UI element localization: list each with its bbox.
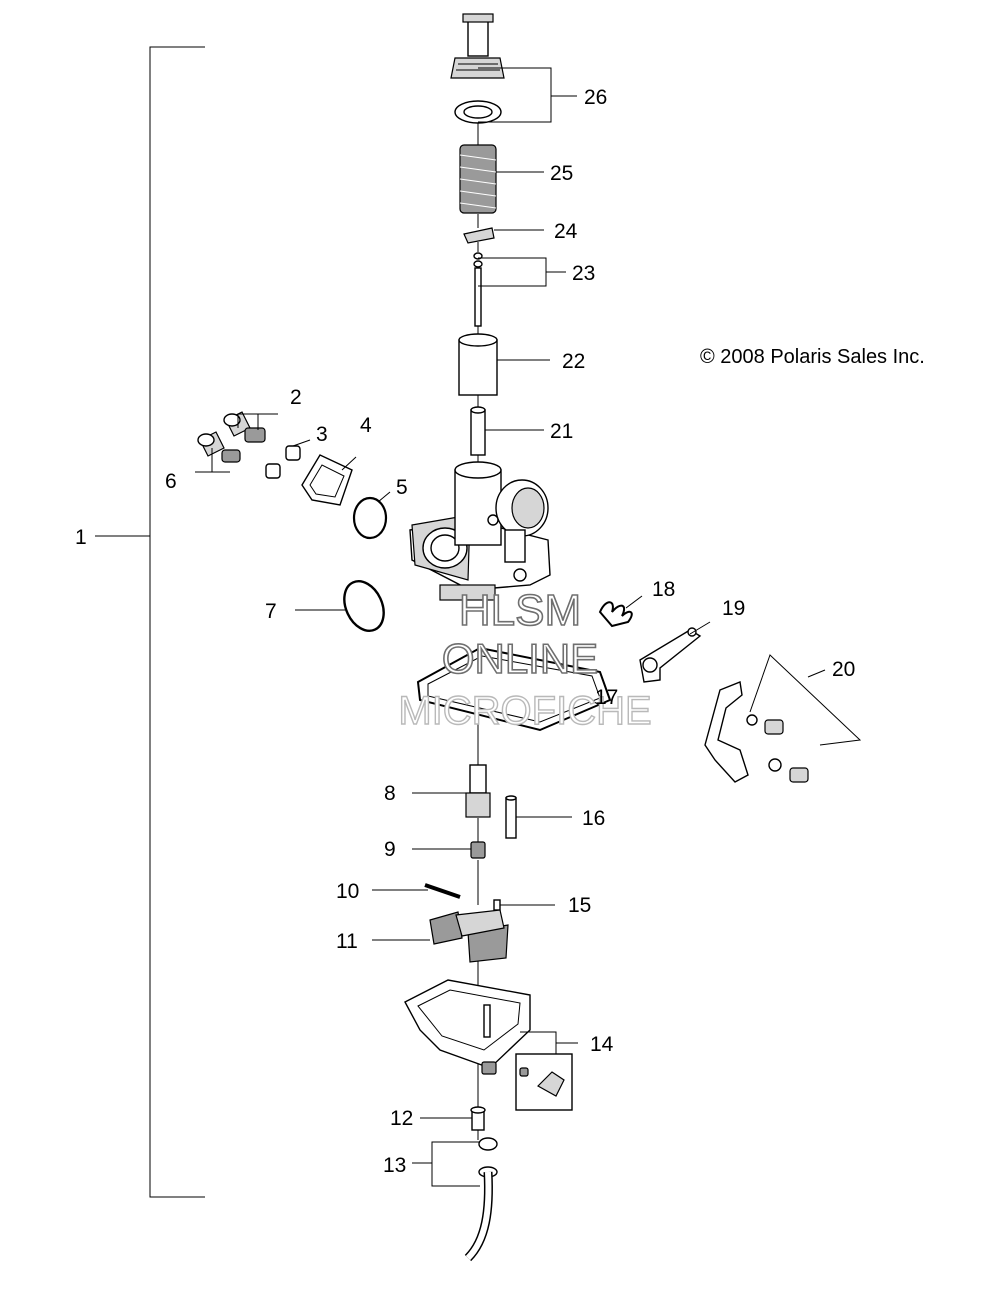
callout-2: 2 (290, 386, 302, 409)
watermark-line-2: ONLINE (442, 635, 598, 682)
part-6-screw (197, 431, 241, 463)
part-16-jet (505, 795, 517, 839)
part-10-pin (424, 883, 461, 899)
callout-19: 19 (722, 597, 745, 620)
callout-3: 3 (316, 423, 328, 446)
callout-23: 23 (572, 262, 595, 285)
part-26-cap (450, 13, 505, 124)
callout-25: 25 (550, 162, 573, 185)
callout-15: 15 (568, 894, 591, 917)
part-19-lever (639, 627, 702, 683)
callout-5: 5 (396, 476, 408, 499)
leader-lines (195, 67, 862, 1187)
part-18-spring (598, 601, 633, 628)
part-8-jet-holder (465, 764, 491, 818)
callout-11: 11 (336, 930, 358, 953)
assembly-bracket (95, 46, 205, 1198)
part-9-jet (470, 841, 486, 859)
part-3-plugs (265, 445, 301, 479)
part-15-pin (493, 899, 501, 911)
callout-26: 26 (584, 86, 607, 109)
watermark-line-3: MICROFICHE (398, 689, 651, 733)
callout-20: 20 (832, 658, 855, 681)
callout-4: 4 (360, 414, 372, 437)
part-2-screw (223, 411, 266, 443)
callout-10: 10 (336, 880, 359, 903)
part-7-oring (343, 580, 385, 632)
part-24-clip (463, 227, 495, 244)
callout-22: 22 (562, 350, 585, 373)
part-17-gasket (416, 646, 612, 732)
part-11-float (429, 909, 509, 963)
callout-labels: 1 2 3 4 5 6 7 8 9 10 11 12 13 14 15 16 1… (75, 86, 855, 1177)
part-4-cover (301, 454, 353, 506)
callout-12: 12 (390, 1107, 413, 1130)
callout-8: 8 (384, 782, 396, 805)
callout-18: 18 (652, 578, 675, 601)
part-20-bracket (704, 681, 809, 783)
callout-16: 16 (582, 807, 605, 830)
carburetor-body (409, 461, 551, 601)
part-12-screw (470, 1106, 486, 1131)
part-23-needle (473, 252, 483, 327)
callout-1: 1 (75, 526, 87, 549)
part-5-oring (352, 496, 388, 540)
copyright-text: © 2008 Polaris Sales Inc. (700, 346, 925, 368)
callout-14: 14 (590, 1033, 614, 1056)
callout-9: 9 (384, 838, 396, 861)
part-25-spring (459, 144, 497, 214)
watermark-line-1: HLSM (459, 586, 581, 635)
watermark: HLSM ONLINE MICROFICHE (398, 585, 653, 734)
callout-7: 7 (265, 600, 277, 623)
callout-6: 6 (165, 470, 177, 493)
callout-24: 24 (554, 220, 578, 243)
part-14-float-bowl (404, 979, 573, 1111)
part-13-hose (464, 1137, 498, 1262)
callout-21: 21 (550, 420, 573, 443)
part-22-slide (458, 333, 498, 396)
callout-17: 17 (595, 686, 618, 709)
callout-13: 13 (383, 1154, 406, 1177)
part-21-tube (470, 406, 486, 456)
